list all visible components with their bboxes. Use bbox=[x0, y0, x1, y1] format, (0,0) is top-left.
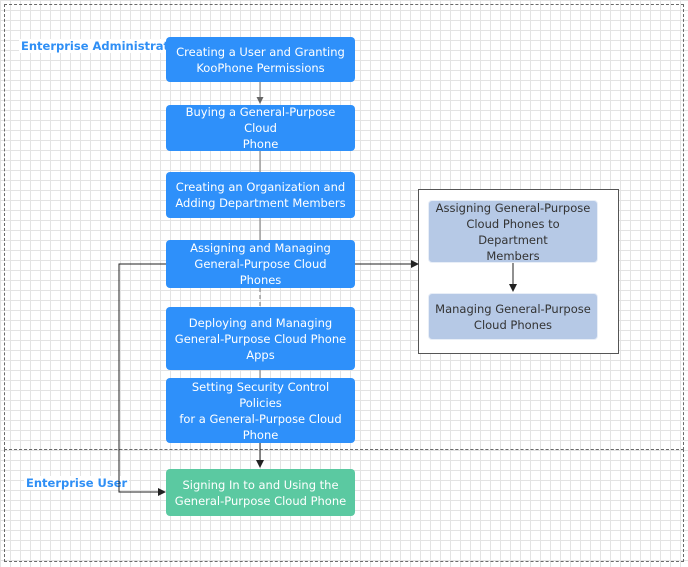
step-assign-manage-cloud-phones[interactable]: Assigning and Managing General-Purpose C… bbox=[166, 240, 355, 288]
step-security-control-policies[interactable]: Setting Security Control Policies for a … bbox=[166, 378, 355, 443]
lane-label-enterprise-administrator: Enterprise Administrator bbox=[19, 39, 185, 53]
substep-manage-cloud-phones[interactable]: Managing General-Purpose Cloud Phones bbox=[428, 293, 598, 340]
substep-assign-to-department-members[interactable]: Assigning General-Purpose Cloud Phones t… bbox=[428, 200, 598, 263]
step-deploy-manage-apps[interactable]: Deploying and Managing General-Purpose C… bbox=[166, 307, 355, 370]
step-create-organization[interactable]: Creating an Organization and Adding Depa… bbox=[166, 172, 355, 218]
step-buy-cloud-phone[interactable]: Buying a General-Purpose Cloud Phone bbox=[166, 105, 355, 151]
lane-label-enterprise-user: Enterprise User bbox=[24, 476, 130, 490]
step-sign-in-use-cloud-phone[interactable]: Signing In to and Using the General-Purp… bbox=[166, 469, 355, 516]
lane-enterprise-user bbox=[4, 449, 684, 562]
connector-step4-user-step bbox=[118, 263, 166, 496]
step-create-user-grant-permissions[interactable]: Creating a User and Granting KooPhone Pe… bbox=[166, 37, 355, 82]
